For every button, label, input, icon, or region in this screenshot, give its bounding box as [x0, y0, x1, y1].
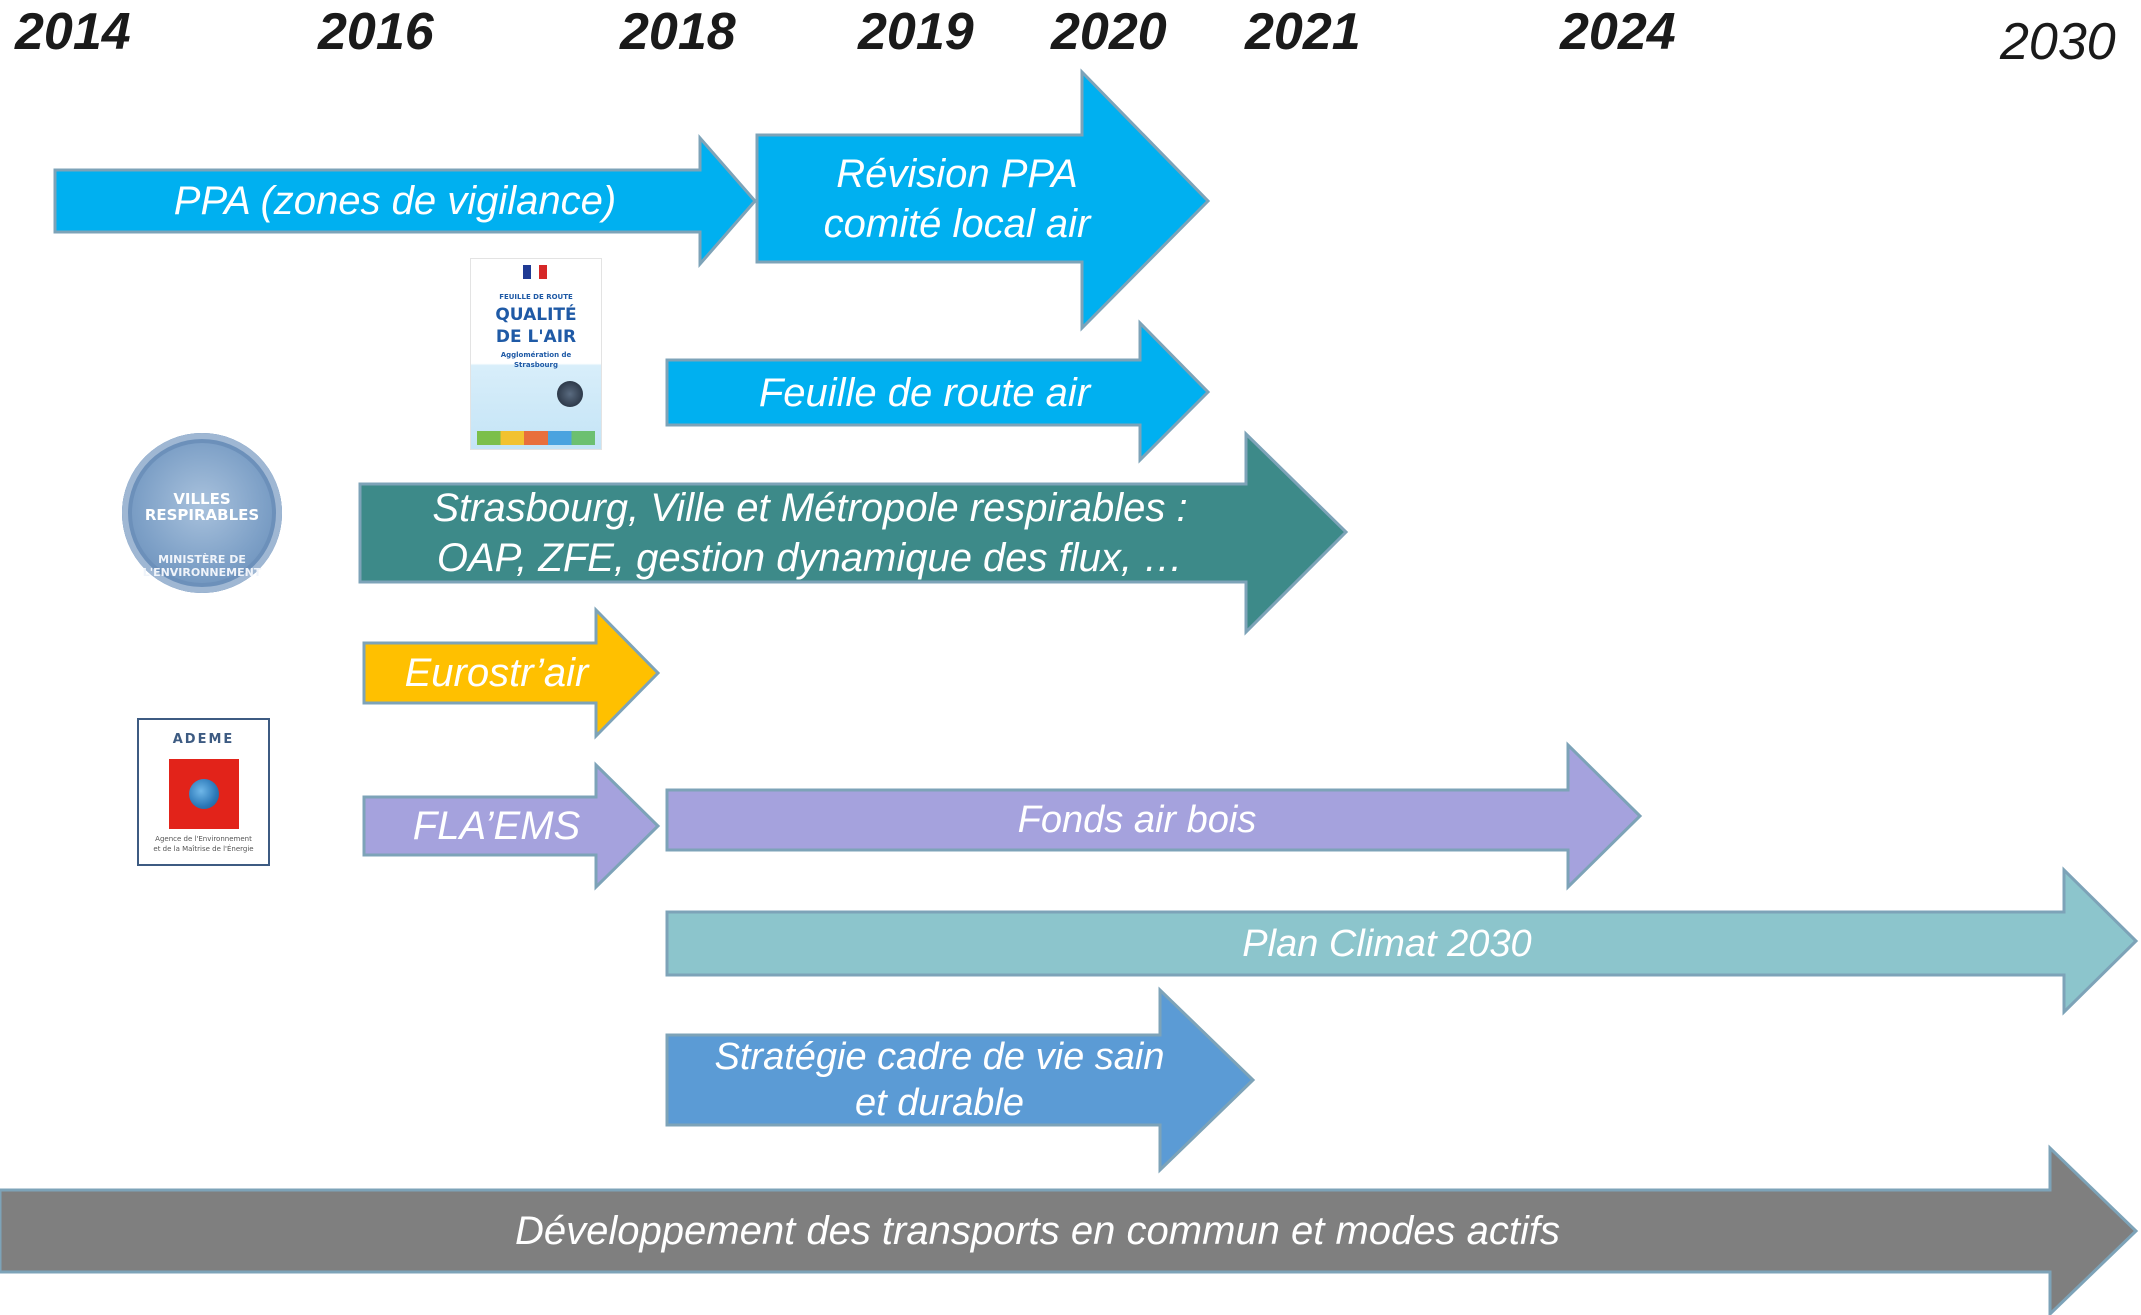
arrow-flaems	[362, 761, 661, 891]
arrow-label-revision-line1: Révision PPA	[836, 151, 1078, 196]
poster-title-line1: QUALITÉ	[495, 305, 577, 325]
arrow-fonds	[665, 741, 1643, 891]
villes-respirables-logo: VILLES RESPIRABLES MINISTÈRE DE L'ENVIRO…	[122, 433, 282, 593]
year-label-2019: 2019	[858, 3, 974, 61]
arrow-ppa	[53, 134, 757, 268]
poster-illustration-strip	[477, 431, 595, 445]
arrow-label-transports: Développement des transports en commun e…	[515, 1209, 1560, 1253]
ademe-caption-line1: Agence de l'Environnement	[155, 835, 252, 843]
ademe-caption: Agence de l'Environnement et de la Maîtr…	[141, 834, 266, 854]
arrow-label-eurostrair: Eurostr’air	[404, 651, 589, 695]
ademe-caption-line2: et de la Maîtrise de l'Énergie	[153, 845, 254, 853]
poster-subtitle-line1: Agglomération de	[500, 351, 572, 359]
french-flag-icon	[523, 265, 547, 279]
arrow-revision	[755, 68, 1211, 332]
arrow-label-ppa: PPA (zones de vigilance)	[173, 179, 617, 223]
arrow-label-feuille: Feuille de route air	[758, 370, 1091, 415]
arrow-strategie	[665, 986, 1256, 1174]
year-label-2030: 2030	[2000, 13, 2116, 71]
arrow-label-strasbourg: Strasbourg, Ville et Métropole respirabl…	[360, 484, 1260, 582]
arrow-label-plan: Plan Climat 2030	[1242, 922, 1532, 965]
year-label-2018: 2018	[620, 3, 736, 61]
arrow-feuille	[665, 319, 1211, 464]
ademe-red-square	[169, 759, 239, 829]
arrow-label-fonds: Fonds air bois	[1017, 799, 1257, 841]
arrow-label-strategie-line1: Stratégie cadre de vie sain	[714, 1036, 1165, 1078]
villes-respirables-center-text: VILLES RESPIRABLES	[144, 490, 260, 524]
poster-kicker: FEUILLE DE ROUTE	[499, 293, 573, 301]
arrow-label-revision-line2: comité local air	[823, 201, 1091, 246]
arrow-label-flaems: FLA’EMS	[412, 804, 581, 848]
arrow-label-strategie-line2: et durable	[854, 1082, 1024, 1124]
ademe-logo: ADEME Agence de l'Environnement et de la…	[137, 718, 270, 866]
arrow-plan	[665, 866, 2139, 1016]
year-label-2021: 2021	[1245, 3, 1361, 61]
arrow-label-strategie: Stratégie cadre de vie sain et durable	[667, 1035, 1212, 1125]
year-label-2024: 2024	[1560, 3, 1676, 61]
arrow-eurostrair	[362, 606, 661, 740]
globe-icon	[189, 779, 219, 809]
ademe-name: ADEME	[172, 732, 235, 747]
poster-title-line2: DE L'AIR	[495, 327, 577, 347]
year-label-2020: 2020	[1051, 3, 1167, 61]
villes-respirables-ring-text: MINISTÈRE DE L'ENVIRONNEMENT	[142, 553, 262, 579]
poster-particle-icon	[557, 381, 583, 407]
arrow-strasbourg	[358, 430, 1349, 636]
arrow-transports	[0, 1144, 2139, 1315]
arrow-label-strasbourg-line1: Strasbourg, Ville et Métropole respirabl…	[432, 486, 1188, 530]
arrow-label-revision: Révision PPA comité local air	[757, 135, 1157, 262]
year-label-2014: 2014	[15, 3, 131, 61]
feuille-de-route-poster: FEUILLE DE ROUTE QUALITÉ DE L'AIR Agglom…	[470, 258, 602, 450]
arrow-label-strasbourg-line2: OAP, ZFE, gestion dynamique des flux, …	[436, 536, 1184, 580]
poster-subtitle-line2: Strasbourg	[514, 361, 558, 369]
year-label-2016: 2016	[318, 3, 434, 61]
